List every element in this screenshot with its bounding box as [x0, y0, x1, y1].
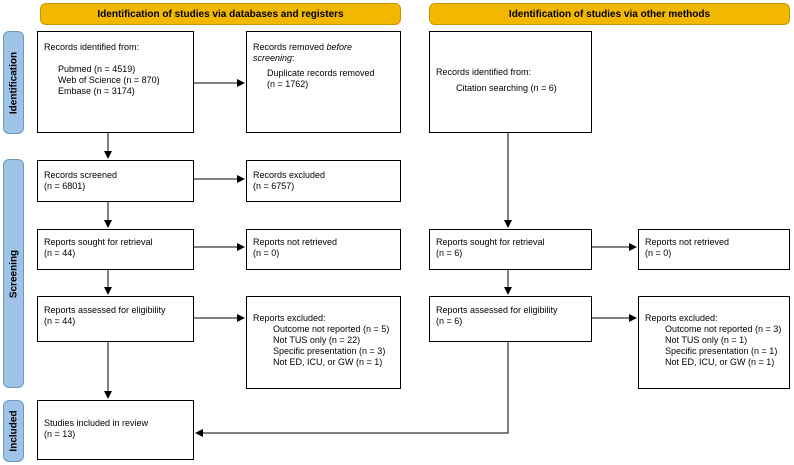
- db-excluded-title: Records excluded: [253, 170, 326, 180]
- db-included-title: Studies included in review: [44, 418, 149, 428]
- other-reports-sought-box: Reports sought for retrieval (n = 6): [429, 229, 592, 270]
- db-reports-excluded-box: Reports excluded: Outcome not reported (…: [246, 296, 401, 389]
- arrow-other-assessed-to-included: [195, 342, 509, 437]
- db-records-removed-box: Records removed before screening: Duplic…: [246, 31, 401, 133]
- other-assessed-title: Reports assessed for eligibility: [436, 305, 558, 315]
- db-not-retrieved-count: (n = 0): [253, 248, 280, 258]
- header-other-methods: Identification of studies via other meth…: [429, 3, 790, 25]
- db-identified-item: Pubmed (n = 4519): [58, 64, 136, 74]
- db-removed-title: Records removed before: [253, 42, 353, 52]
- db-screened-title: Records screened: [44, 170, 118, 180]
- db-removed-count: (n = 1762): [267, 79, 309, 89]
- db-reports-assessed-box: Reports assessed for eligibility (n = 44…: [37, 296, 194, 342]
- db-assessed-count: (n = 44): [44, 316, 76, 326]
- other-sought-count: (n = 6): [436, 248, 463, 258]
- other-reports-excluded-item: Specific presentation (n = 1): [665, 346, 778, 356]
- other-not-retrieved-count: (n = 0): [645, 248, 672, 258]
- db-reports-not-retrieved-box: Reports not retrieved (n = 0): [246, 229, 401, 270]
- other-reports-excluded-item: Not TUS only (n = 1): [665, 335, 748, 345]
- other-identified-title: Records identified from:: [436, 67, 532, 77]
- db-included-count: (n = 13): [44, 429, 76, 439]
- other-assessed-count: (n = 6): [436, 316, 463, 326]
- db-excluded-count: (n = 6757): [253, 181, 295, 191]
- stage-screening: Screening: [3, 159, 24, 388]
- db-studies-included-box: Studies included in review (n = 13): [37, 400, 194, 460]
- db-sought-count: (n = 44): [44, 248, 76, 258]
- other-not-retrieved-title: Reports not retrieved: [645, 237, 730, 247]
- other-reports-excluded-item: Outcome not reported (n = 3): [665, 324, 782, 334]
- db-identified-title: Records identified from:: [44, 42, 140, 52]
- db-records-identified-box: Records identified from: Pubmed (n = 451…: [37, 31, 194, 133]
- db-identified-item: Embase (n = 3174): [58, 86, 135, 96]
- other-reports-assessed-box: Reports assessed for eligibility (n = 6): [429, 296, 592, 342]
- db-sought-title: Reports sought for retrieval: [44, 237, 153, 247]
- db-records-excluded-box: Records excluded (n = 6757): [246, 160, 401, 202]
- db-reports-excluded-item: Specific presentation (n = 3): [273, 346, 386, 356]
- db-assessed-title: Reports assessed for eligibility: [44, 305, 166, 315]
- other-reports-not-retrieved-box: Reports not retrieved (n = 0): [638, 229, 790, 270]
- db-screened-count: (n = 6801): [44, 181, 86, 191]
- header-databases-label: Identification of studies via databases …: [97, 8, 344, 20]
- other-reports-excluded-item: Not ED, ICU, or GW (n = 1): [665, 357, 775, 367]
- header-databases: Identification of studies via databases …: [40, 3, 401, 25]
- db-reports-excluded-item: Outcome not reported (n = 5): [273, 324, 390, 334]
- other-sought-title: Reports sought for retrieval: [436, 237, 545, 247]
- db-reports-sought-box: Reports sought for retrieval (n = 44): [37, 229, 194, 270]
- header-other-label: Identification of studies via other meth…: [508, 8, 711, 20]
- db-identified-item: Web of Science (n = 870): [58, 75, 160, 85]
- db-reports-excluded-title: Reports excluded:: [253, 313, 326, 323]
- db-reports-excluded-item: Not TUS only (n = 22): [273, 335, 361, 345]
- other-identified-item: Citation searching (n = 6): [456, 83, 557, 93]
- db-records-screened-box: Records screened (n = 6801): [37, 160, 194, 202]
- other-records-identified-box: Records identified from: Citation search…: [429, 31, 592, 133]
- db-removed-title-cont: screening:: [253, 53, 295, 63]
- db-removed-item: Duplicate records removed: [267, 68, 375, 78]
- stage-identification: Identification: [3, 31, 24, 134]
- other-reports-excluded-title: Reports excluded:: [645, 313, 718, 323]
- other-reports-excluded-box: Reports excluded: Outcome not reported (…: [638, 296, 790, 389]
- db-not-retrieved-title: Reports not retrieved: [253, 237, 338, 247]
- db-reports-excluded-item: Not ED, ICU, or GW (n = 1): [273, 357, 383, 367]
- stage-included: Included: [3, 400, 24, 462]
